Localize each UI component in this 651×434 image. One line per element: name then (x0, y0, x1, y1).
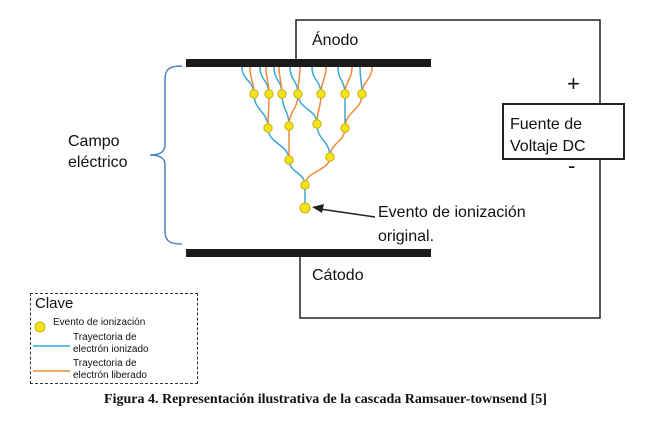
freed-electron-path (344, 93, 363, 129)
ionization-event-node (316, 89, 326, 99)
ionization-event-node (284, 155, 294, 165)
field-brace (149, 65, 183, 245)
ionization-event-node (357, 89, 367, 99)
ionization-events (249, 89, 367, 214)
ionization-event-node (325, 152, 335, 162)
circuit-wire (295, 19, 601, 319)
event-arrow-head (312, 204, 324, 213)
ionized-electron-path (316, 123, 331, 158)
freed-electron-path (304, 156, 331, 186)
dc-source-box (502, 103, 625, 160)
legend-freed-text-1: Trayectoria de (73, 358, 137, 369)
freed-electron-path (288, 93, 299, 127)
ionization-event-node (249, 89, 259, 99)
legend-box: Clave Evento de ionización Trayectoria d… (30, 293, 198, 384)
ionization-event-node (300, 180, 310, 190)
ionization-event-node (312, 119, 322, 129)
original-event-label: Evento de ionización original. (378, 201, 526, 249)
ionized-electron-path (253, 93, 269, 129)
source-label-line2: Voltaje DC (510, 138, 586, 155)
event-label-line2: original. (378, 228, 435, 245)
dc-source-label: Fuente de Voltaje DC (510, 114, 586, 158)
original-ionization-event (299, 202, 311, 214)
anode-plate (186, 59, 431, 67)
cathode-label: Cátodo (312, 267, 364, 284)
freed-electron-path (329, 127, 346, 158)
field-label-line1: Campo (68, 133, 120, 150)
legend-event-text: Evento de ionización (53, 317, 146, 328)
ionization-event-node (340, 123, 350, 133)
ionization-event-node (293, 89, 303, 99)
ionization-event-node (340, 89, 350, 99)
event-label-line1: Evento de ionización (378, 204, 526, 221)
legend-event-icon (34, 321, 46, 333)
legend-freed-text-2: electrón liberado (73, 370, 147, 381)
legend-ionized-text-1: Trayectoria de (73, 332, 137, 343)
ionization-event-node (263, 123, 273, 133)
legend-ionized-text-2: electrón ionizado (73, 344, 149, 355)
source-label-line1: Fuente de (510, 116, 583, 133)
freed-electron-path (267, 93, 270, 129)
ionized-electron-path (281, 93, 290, 127)
ionization-event-node (264, 89, 274, 99)
ionized-electron-path (297, 93, 318, 125)
event-arrow (319, 208, 376, 218)
electric-field-label: Campo eléctrico (68, 131, 128, 173)
cathode-plate (186, 249, 431, 257)
anode-label: Ánodo (312, 32, 359, 49)
plus-terminal-label: + (567, 71, 580, 96)
ionization-event-node (277, 89, 287, 99)
field-label-line2: eléctrico (68, 154, 128, 171)
legend-title: Clave (35, 295, 74, 312)
ionized-electron-path (267, 127, 290, 161)
minus-terminal-label: - (568, 153, 576, 178)
ionization-event-node (284, 121, 294, 131)
figure-caption: Figura 4. Representación ilustrativa de … (104, 392, 547, 407)
